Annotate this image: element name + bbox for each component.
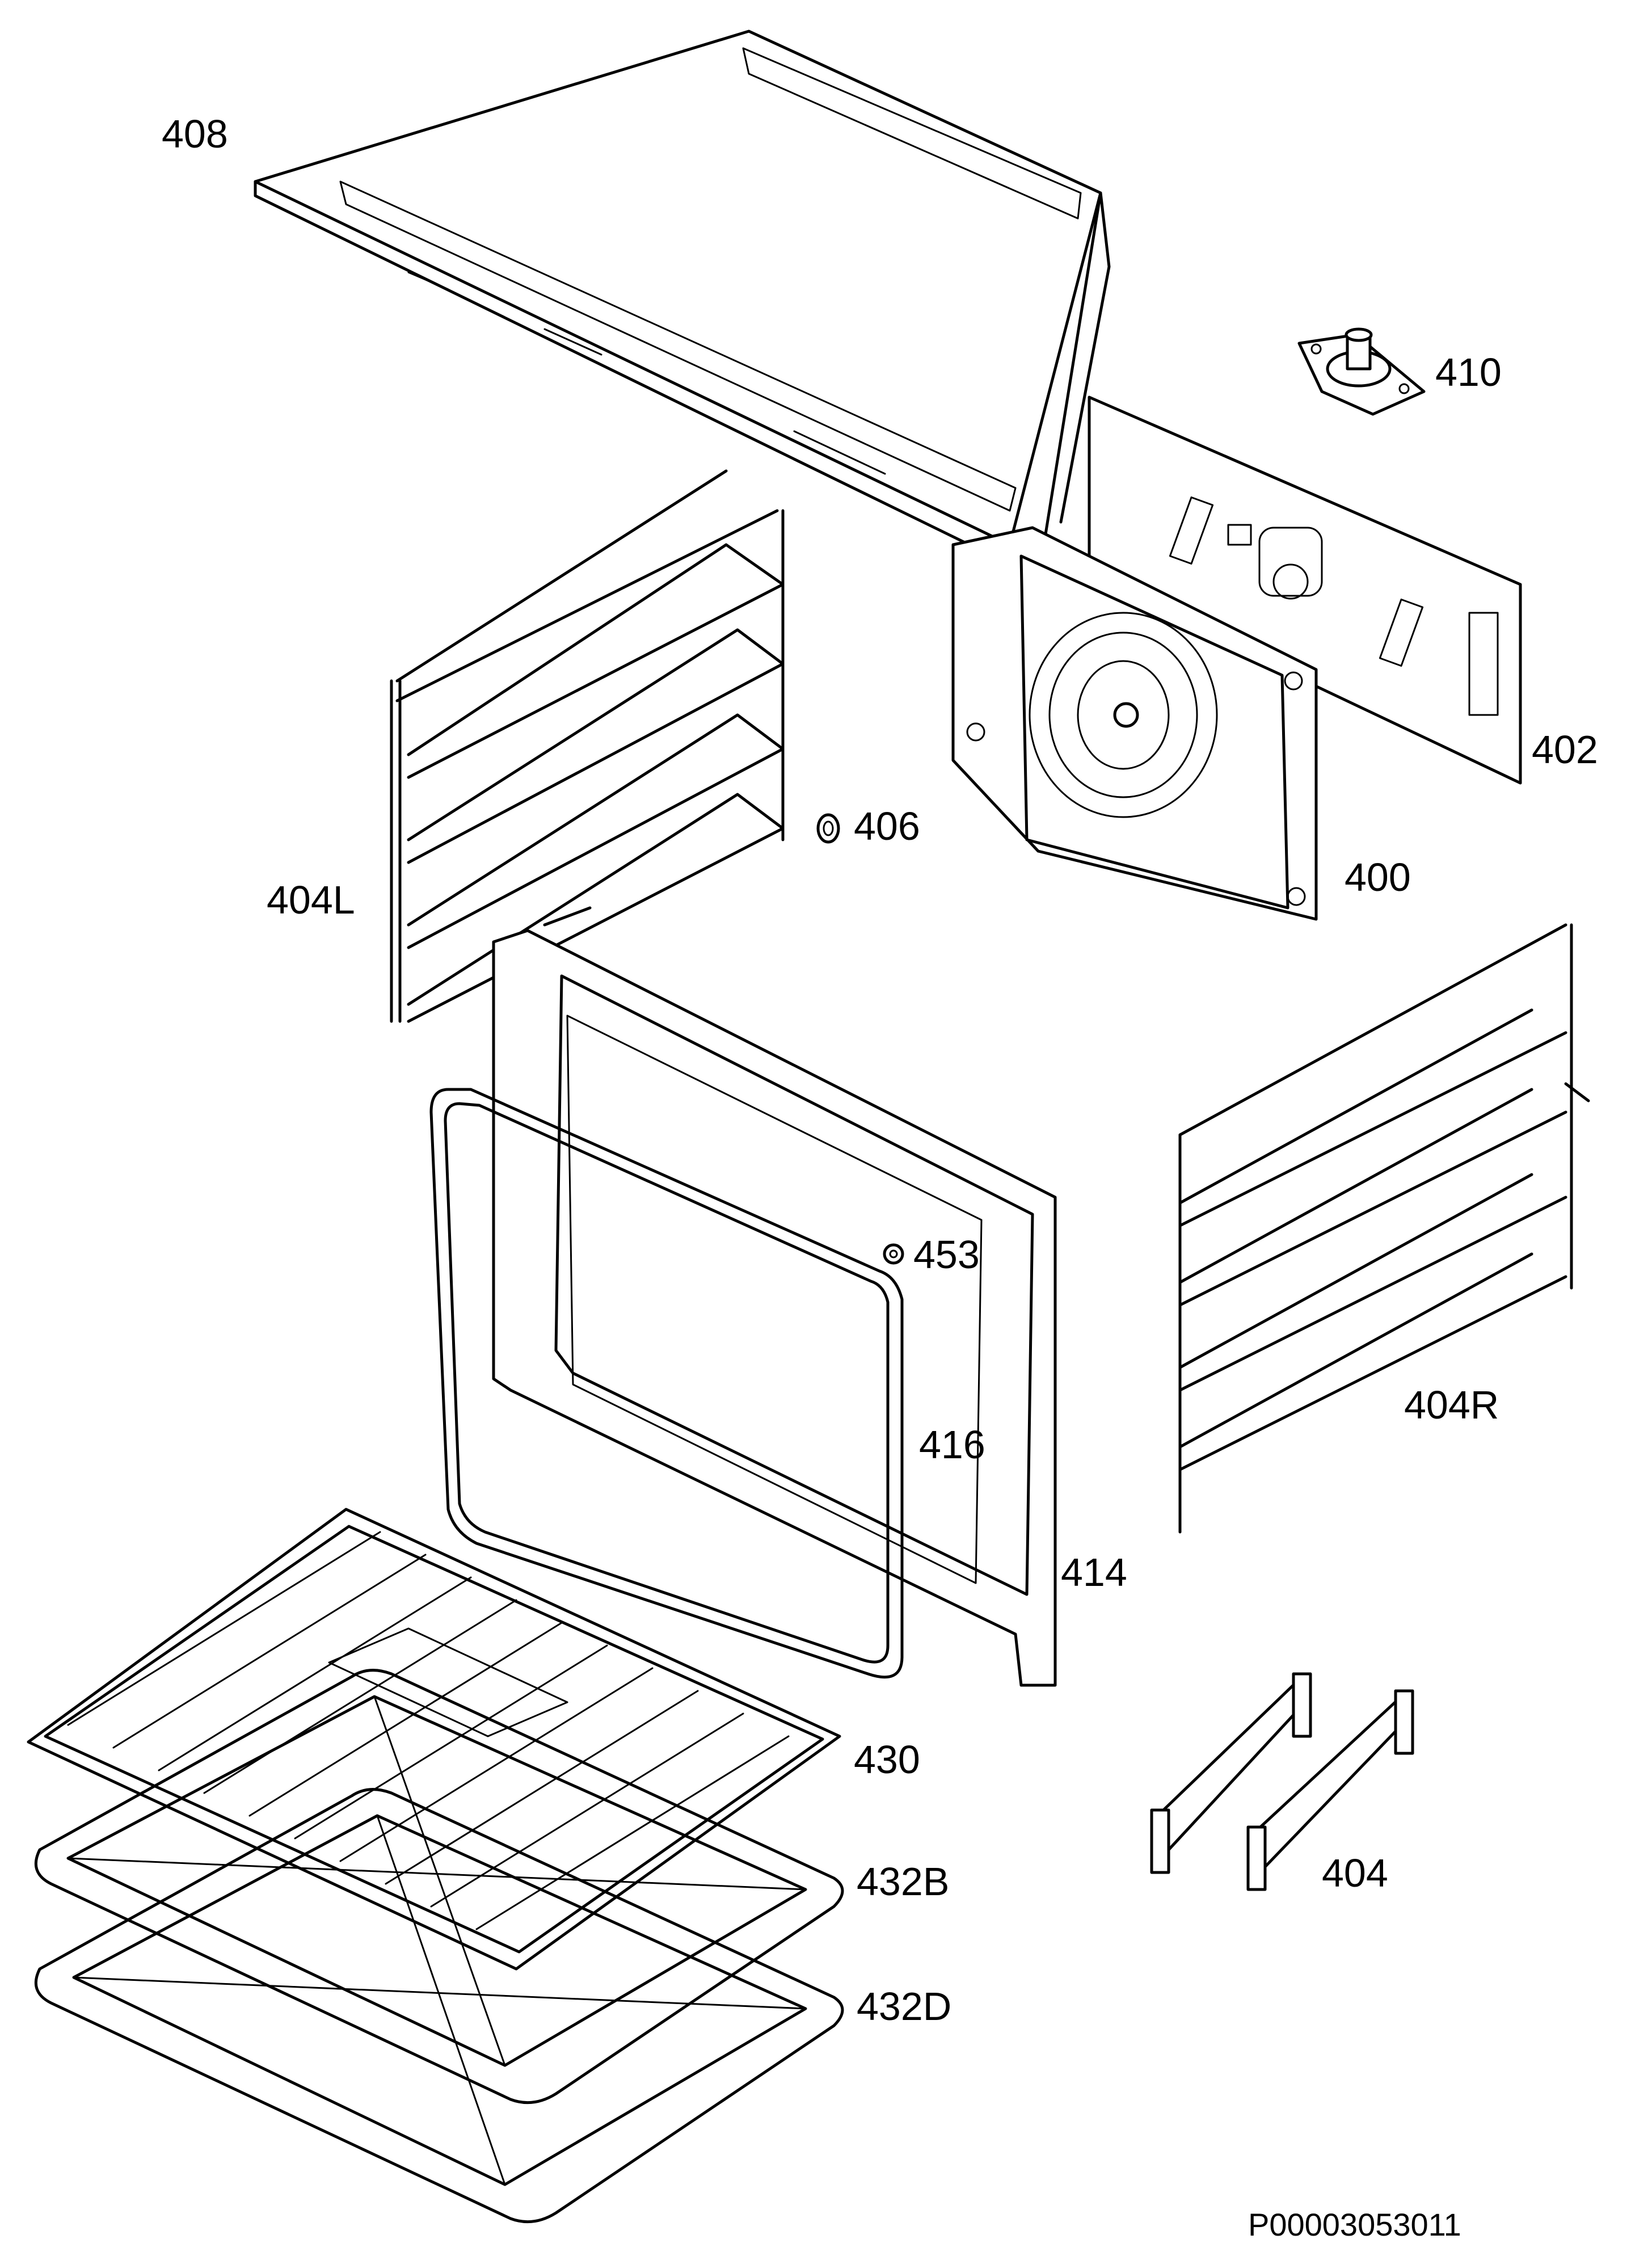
label-404R: 404R bbox=[1404, 1383, 1499, 1427]
label-406: 406 bbox=[854, 804, 920, 848]
part-408-top-panel bbox=[254, 30, 1111, 561]
label-404L: 404L bbox=[267, 878, 355, 922]
label-400: 400 bbox=[1345, 855, 1411, 899]
part-404L-left-shelf-rail bbox=[390, 469, 785, 1023]
part-404-telescopic-runners bbox=[1150, 1672, 1414, 1891]
label-430: 430 bbox=[854, 1737, 920, 1782]
part-402-rear-panel bbox=[1088, 395, 1522, 785]
label-410: 410 bbox=[1435, 350, 1502, 394]
part-404R-right-shelf-rail bbox=[1178, 923, 1590, 1534]
label-414: 414 bbox=[1061, 1550, 1127, 1594]
part-453-fastener bbox=[883, 1243, 904, 1265]
part-416-door-gasket bbox=[429, 1088, 904, 1679]
part-432D-deep-tray bbox=[34, 1788, 844, 2224]
diagram-code: P00003053011 bbox=[1248, 2207, 1461, 2242]
label-432D: 432D bbox=[857, 1984, 951, 2028]
part-406-clip bbox=[816, 813, 840, 844]
part-430-wire-rack bbox=[27, 1508, 841, 1971]
label-404: 404 bbox=[1322, 1851, 1388, 1895]
label-408: 408 bbox=[162, 112, 228, 156]
part-400-fan-housing bbox=[951, 526, 1318, 921]
label-416: 416 bbox=[919, 1423, 985, 1467]
label-432B: 432B bbox=[857, 1859, 949, 1904]
part-432B-baking-tray bbox=[34, 1669, 844, 2105]
part-414-oven-cavity-frame bbox=[492, 929, 1057, 1687]
label-402: 402 bbox=[1532, 727, 1598, 772]
label-453: 453 bbox=[913, 1232, 980, 1277]
part-410-motor-mount bbox=[1297, 327, 1426, 416]
